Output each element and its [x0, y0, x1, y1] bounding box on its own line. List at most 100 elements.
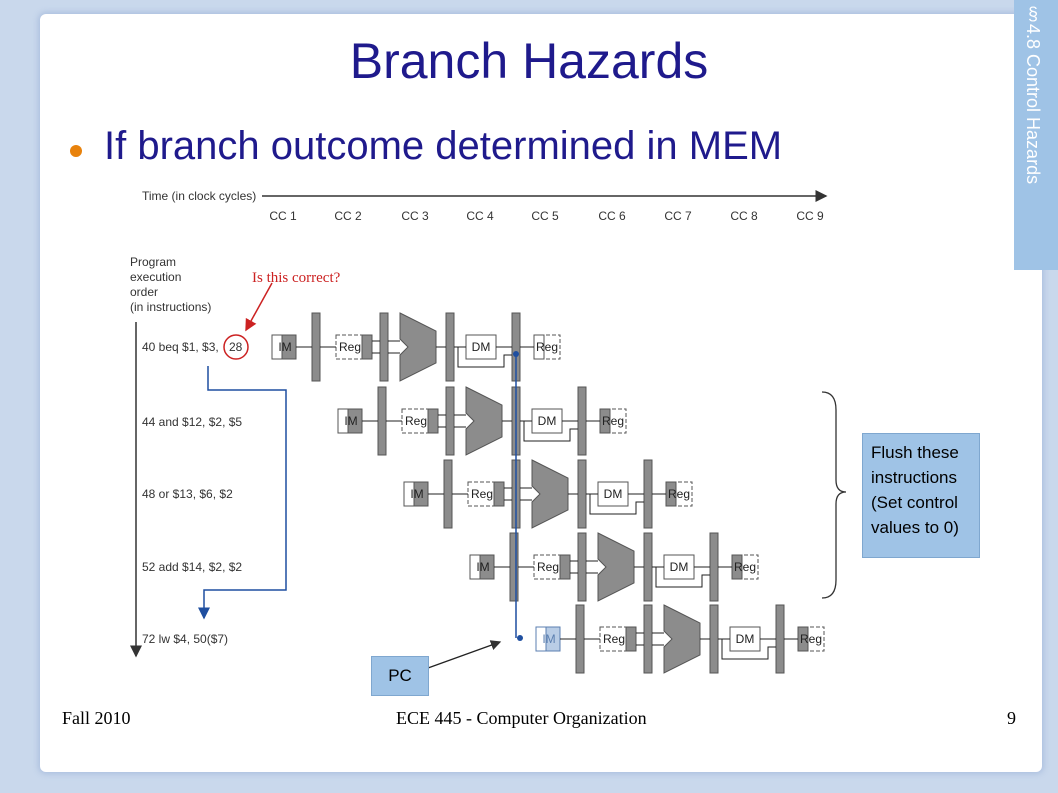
im-stage-left — [535, 626, 547, 652]
bypass-wire — [589, 494, 644, 515]
dm-stage — [597, 481, 629, 507]
dm-label: DM — [604, 487, 623, 501]
pipeline-register — [709, 532, 719, 602]
pc-callout-arrow — [427, 640, 502, 669]
footer-page-number: 9 — [1007, 708, 1016, 728]
im-label: IM — [278, 340, 291, 354]
dm-label: DM — [736, 632, 755, 646]
pipeline-register — [445, 386, 455, 456]
pipeline-register — [377, 386, 387, 456]
alu-stage — [663, 604, 701, 674]
reg-read-shade — [493, 481, 505, 507]
pipeline-register — [311, 312, 321, 382]
pipeline-register — [643, 459, 653, 529]
reg-label: Reg — [734, 560, 756, 574]
cycle-label: CC 5 — [531, 209, 559, 223]
pc-update-dot — [517, 635, 523, 641]
svg-text:execution: execution — [130, 270, 181, 284]
im-label: IM — [410, 487, 423, 501]
pipeline-register — [709, 604, 719, 674]
pipeline-row: IM Reg DM Reg — [337, 386, 627, 456]
svg-text:Program: Program — [130, 255, 176, 269]
reg-label: Reg — [405, 414, 427, 428]
im-stage-left — [271, 334, 283, 360]
im-label: IM — [344, 414, 357, 428]
flush-callout: Flush these instructions (Set control va… — [862, 433, 980, 558]
footer-date: Fall 2010 — [62, 708, 131, 728]
dm-stage — [663, 554, 695, 580]
alu-stage — [597, 532, 635, 602]
im-stage-left — [469, 554, 481, 580]
alu-stage — [465, 386, 503, 456]
instruction-label: 72 lw $4, 50($7) — [142, 632, 228, 646]
section-tab-label: §4.8 Control Hazards — [1023, 4, 1043, 185]
branch-target-highlight — [223, 334, 249, 360]
flush-brace — [821, 391, 847, 599]
reg-read-stage — [401, 408, 429, 434]
reg-label: Reg — [339, 340, 361, 354]
reg-label: Reg — [471, 487, 493, 501]
pc-update-dot — [513, 351, 519, 357]
reg-label: Reg — [537, 560, 559, 574]
reg-label: Reg — [800, 632, 822, 646]
reg-read-shade — [427, 408, 439, 434]
im-stage-left — [403, 481, 415, 507]
branch-target-value: 28 — [229, 340, 243, 354]
pipeline-register — [577, 459, 587, 529]
bypass-wire — [457, 347, 512, 368]
pipeline-row: IM Reg DM Reg — [403, 459, 693, 529]
pipeline-register — [575, 604, 585, 674]
bypass-wire — [523, 421, 578, 442]
pipeline-register — [443, 459, 453, 529]
reg-read-stage — [335, 334, 363, 360]
bullet-icon — [70, 145, 82, 157]
pipeline-register — [643, 604, 653, 674]
cycle-label: CC 8 — [730, 209, 758, 223]
cycle-label: CC 7 — [664, 209, 692, 223]
reg-label: Reg — [536, 340, 558, 354]
pipeline-register — [577, 386, 587, 456]
question-annotation: Is this correct? — [252, 270, 341, 286]
alu-stage — [399, 312, 437, 382]
instruction-label: 48 or $13, $6, $2 — [142, 487, 233, 501]
alu-stage — [531, 459, 569, 529]
cycle-label: CC 9 — [796, 209, 824, 223]
footer-course: ECE 445 - Computer Organization — [396, 708, 647, 728]
pc-callout: PC — [371, 656, 429, 696]
time-axis-label: Time (in clock cycles) — [142, 189, 256, 203]
question-arrow — [245, 282, 273, 332]
dm-label: DM — [670, 560, 689, 574]
cycle-label: CC 6 — [598, 209, 626, 223]
pipeline-register — [379, 312, 389, 382]
bullet-text: If branch outcome determined in MEM — [104, 124, 783, 168]
program-order-label: Program execution order (in instructions… — [130, 255, 211, 314]
instruction-label: 52 add $14, $2, $2 — [142, 560, 242, 574]
pipeline-register — [577, 532, 587, 602]
svg-text:order: order — [130, 285, 158, 299]
reg-label: Reg — [602, 414, 624, 428]
reg-label: Reg — [603, 632, 625, 646]
pipeline-register — [445, 312, 455, 382]
reg-read-shade — [625, 626, 637, 652]
pipeline-register — [643, 532, 653, 602]
cycle-label: CC 4 — [466, 209, 494, 223]
pipeline-register — [509, 532, 519, 602]
section-tab — [1014, 0, 1058, 270]
reg-read-shade — [559, 554, 571, 580]
dm-stage — [729, 626, 761, 652]
reg-read-shade — [361, 334, 373, 360]
reg-read-stage — [467, 481, 495, 507]
instruction-label: 44 and $12, $2, $5 — [142, 415, 242, 429]
instruction-label: 40 beq $1, $3, — [142, 340, 219, 354]
svg-text:(in instructions): (in instructions) — [130, 300, 211, 314]
reg-label: Reg — [668, 487, 690, 501]
branch-path — [198, 366, 287, 620]
dm-label: DM — [538, 414, 557, 428]
bypass-wire — [655, 567, 710, 588]
